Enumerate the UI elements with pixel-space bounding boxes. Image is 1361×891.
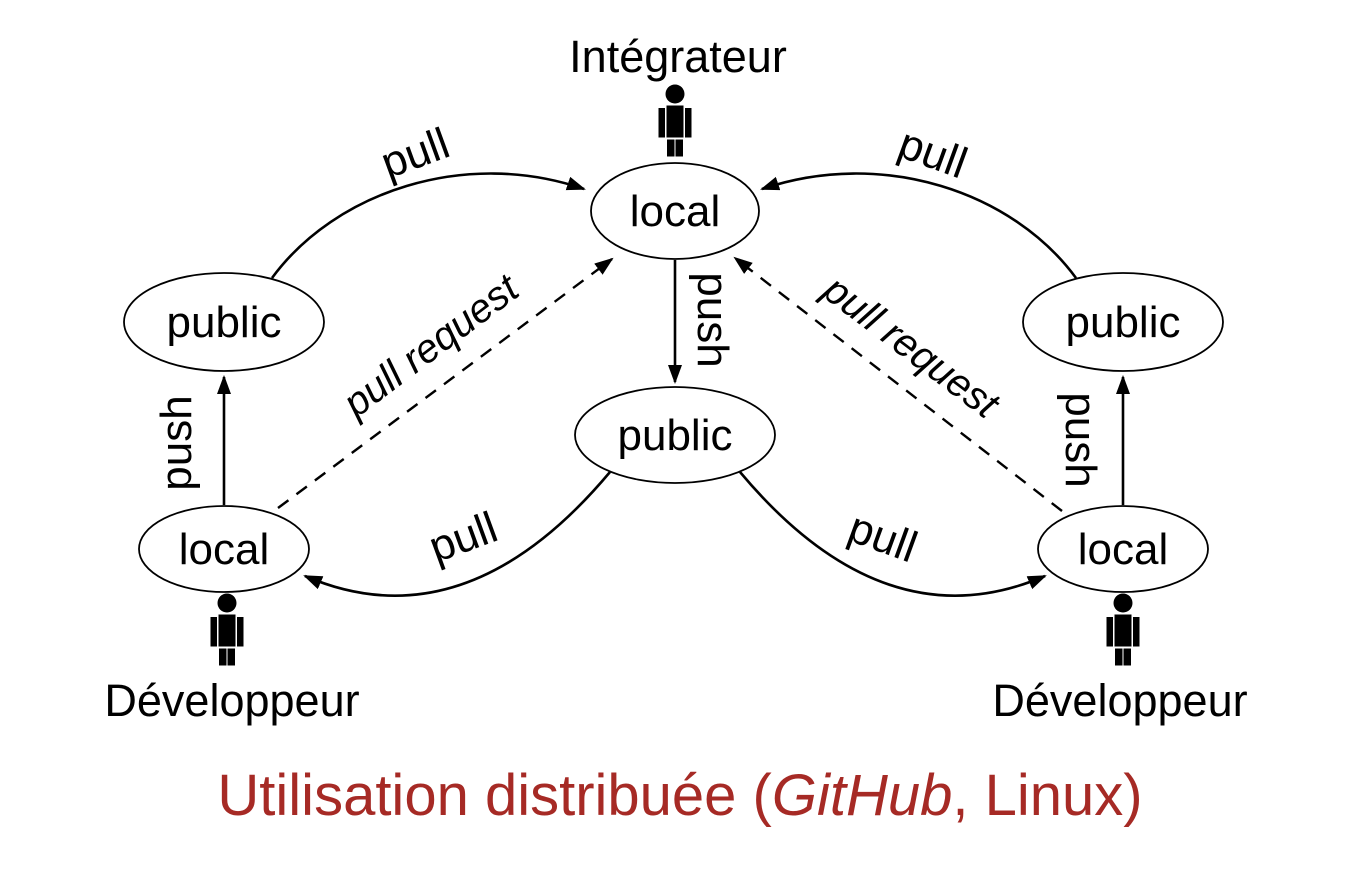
caption-prefix: Utilisation distribuée ( <box>217 763 771 828</box>
node-left-public-label: public <box>167 298 282 347</box>
node-left-local-label: local <box>179 525 270 574</box>
edge-pull-top-left <box>270 172 586 279</box>
actor-label-developer-right: Développeur <box>992 675 1247 726</box>
node-right-local <box>1037 505 1209 593</box>
caption-emphasis: GitHub <box>772 763 953 828</box>
caption: Utilisation distribuée (GitHub, Linux) <box>217 763 1142 828</box>
node-top-local-label: local <box>630 187 721 236</box>
edge-label-push-left: push <box>152 395 201 490</box>
node-top-local <box>590 162 760 260</box>
node-right-public <box>1022 272 1224 372</box>
edge-pull-request-right <box>733 256 1063 512</box>
edge-label-pull-request-right: pull request <box>814 267 1008 428</box>
edge-label-push-right: push <box>1056 392 1105 487</box>
node-right-local-label: local <box>1078 525 1169 574</box>
edge-label-pull-bottom-right: pull <box>842 503 923 572</box>
person-icon <box>1106 593 1140 666</box>
edge-pull-bottom-right <box>739 471 1047 597</box>
person-icon <box>658 84 692 157</box>
edge-label-pull-request-left: pull request <box>334 265 528 426</box>
actor-label-developer-left: Développeur <box>104 675 359 726</box>
edge-label-push-center: push <box>688 272 737 367</box>
person-icon <box>210 593 244 666</box>
node-right-public-label: public <box>1066 298 1181 347</box>
edge-pull-top-right <box>760 172 1078 279</box>
node-left-public <box>123 272 325 372</box>
edge-pull-bottom-left <box>303 471 611 597</box>
caption-suffix: , Linux) <box>952 763 1142 828</box>
node-center-public-label: public <box>618 411 733 460</box>
edge-label-pull-bottom-left: pull <box>423 503 504 572</box>
actor-label-integrator: Intégrateur <box>569 31 787 82</box>
node-center-public <box>574 386 776 484</box>
node-left-local <box>138 505 310 593</box>
edge-pull-request-left <box>277 257 614 509</box>
